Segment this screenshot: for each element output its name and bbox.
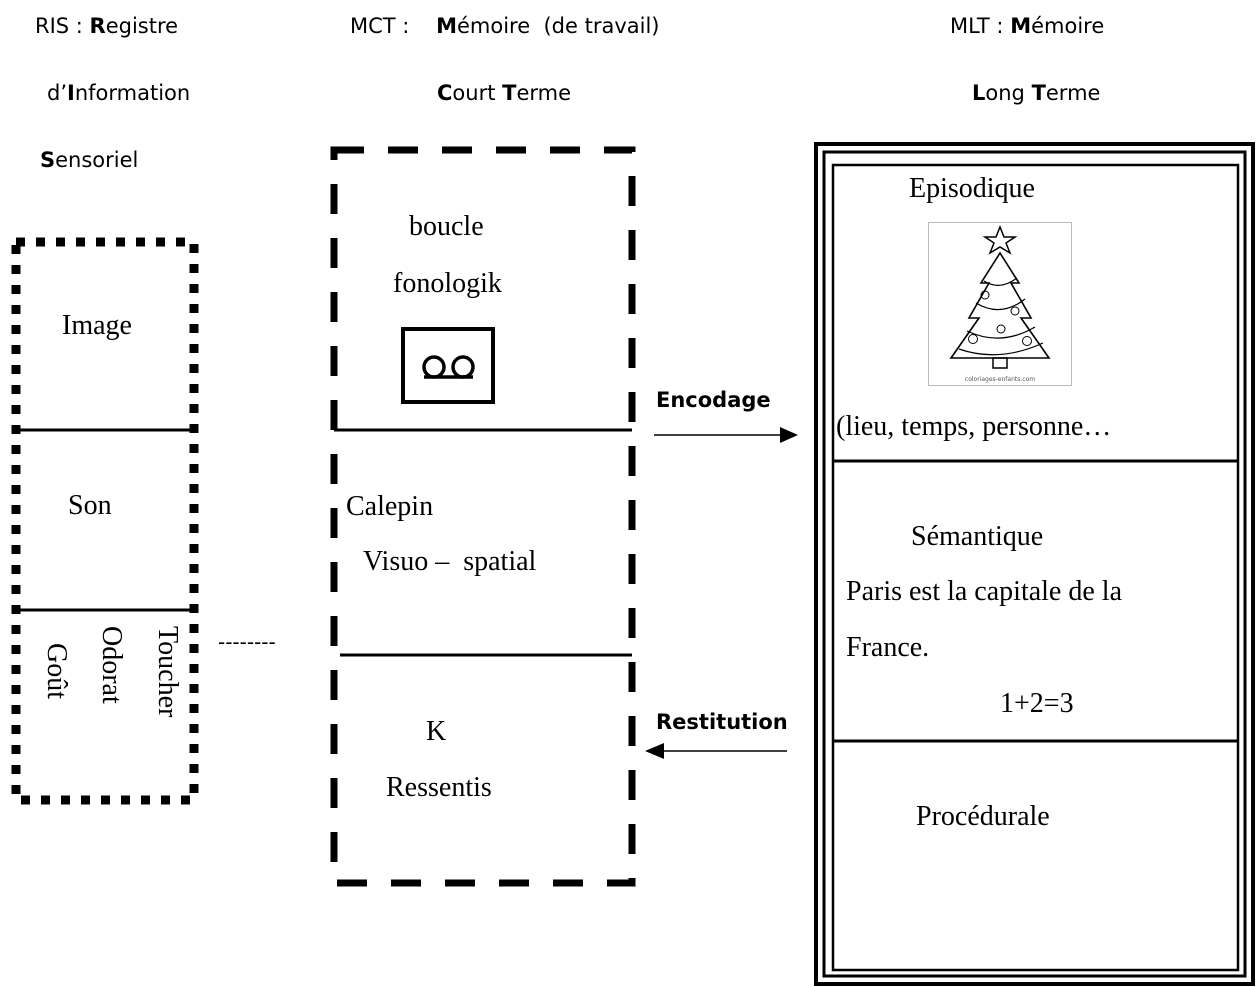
- restitution-arrow: [645, 743, 787, 759]
- mct-visuo-spatial-label: Visuo – spatial: [363, 546, 537, 577]
- mlt-title-line1: MLT : Mémoire: [950, 14, 1105, 38]
- encodage-arrow: [654, 427, 798, 443]
- ris-title-line2: d’Information: [47, 81, 191, 105]
- image-watermark: coloriages-enfants.com: [964, 376, 1036, 383]
- mlt-box-inner: [831, 163, 1240, 972]
- mct-fonologik-label: fonologik: [393, 268, 502, 299]
- christmas-tree-image: coloriages-enfants.com: [928, 222, 1072, 386]
- mct-title-line2: Court Terme: [437, 81, 572, 105]
- mlt-box-outer: [814, 142, 1255, 986]
- mlt-lieu-label: (lieu, temps, personne…: [836, 411, 1112, 442]
- ris-title-line3: Sensoriel: [40, 148, 139, 172]
- restitution-label: Restitution: [656, 710, 788, 734]
- cassette-icon: [401, 327, 495, 404]
- mlt-procedurale-label: Procédurale: [916, 801, 1050, 832]
- encodage-label: Encodage: [656, 388, 771, 412]
- ris-odorat-label: Odorat: [96, 626, 127, 704]
- mlt-semantique-label: Sémantique: [911, 521, 1044, 552]
- mct-boucle-label: boucle: [409, 211, 484, 242]
- christmas-tree-icon: [949, 224, 1051, 369]
- ris-toucher-label: Toucher: [152, 626, 183, 718]
- mlt-title-line2: Long Terme: [972, 81, 1101, 105]
- mct-k-label: K: [426, 716, 447, 747]
- mlt-math-label: 1+2=3: [1000, 688, 1074, 719]
- ris-image-label: Image: [62, 310, 132, 341]
- ris-son-label: Son: [68, 490, 112, 521]
- mlt-episodique-label: Episodique: [909, 173, 1035, 204]
- ris-box: [11, 237, 199, 805]
- mct-box: [330, 146, 636, 887]
- mlt-paris-line1: Paris est la capitale de la: [846, 576, 1122, 607]
- ris-mct-connector-dashes: --------: [218, 630, 276, 654]
- mct-ressentis-label: Ressentis: [386, 772, 492, 803]
- mct-calepin-label: Calepin: [346, 491, 434, 522]
- ris-title-line1: RIS : Registre: [35, 14, 179, 38]
- mlt-paris-line2: France.: [846, 632, 930, 663]
- ris-gout-label: Goût: [41, 643, 72, 699]
- mct-title-line1: MCT : Mémoire (de travail): [350, 14, 660, 38]
- mlt-box-middle: [822, 150, 1247, 978]
